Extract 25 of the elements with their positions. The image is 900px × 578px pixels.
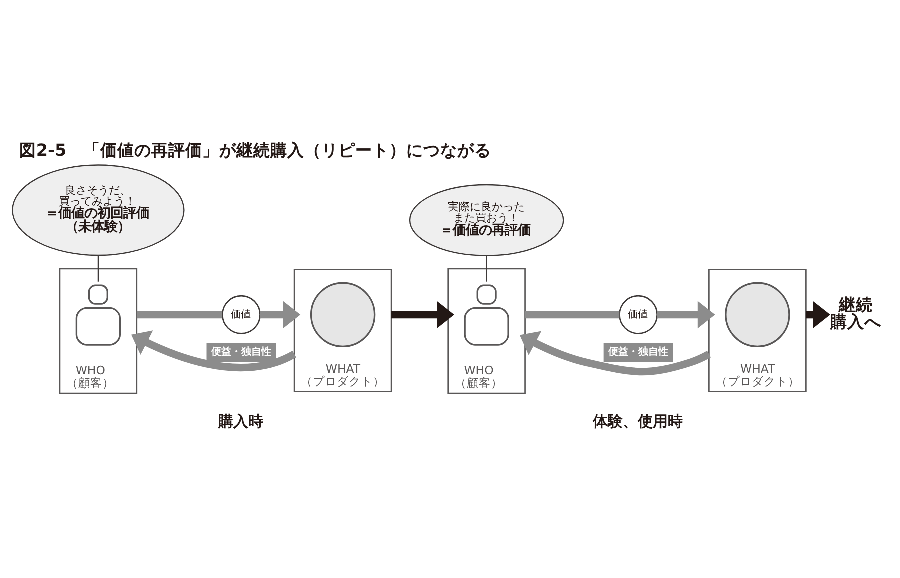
cluster: WHAT（プロダクト） [294,268,392,392]
node-circle [725,282,790,347]
node-text: 継続購入へ [830,294,882,331]
node-ellipse: 実際に良かったまた買おう！ ＝価値の再評価 [409,184,564,256]
connector [525,310,620,318]
node-circle [310,282,376,347]
cluster: WHO（顧客） [448,268,526,394]
connector [136,310,222,318]
arrow [392,300,454,328]
node-circle: 価値 [619,294,658,334]
label: 体験、使用時 [592,412,683,430]
arrow [657,300,716,328]
arrow [806,300,830,328]
connector [98,254,99,282]
edge-label: 便益・独自性 [211,346,272,358]
node-ellipse: 良さそうだ、買ってみよう！ ＝価値の初回評価（未体験） [12,164,185,256]
cluster: WHAT（プロダクト） [708,268,807,392]
node-circle: 価値 [222,294,261,334]
edge-label: 便益・独自性 [608,346,668,358]
cluster: WHO（顧客） [59,268,138,394]
label: 購入時 [218,412,264,430]
diagram-title: 図2-5 「価値の再評価」が継続購入（リピート）につながる [19,140,492,160]
connector [486,255,488,282]
arrow [520,330,712,376]
arrow [260,300,301,328]
